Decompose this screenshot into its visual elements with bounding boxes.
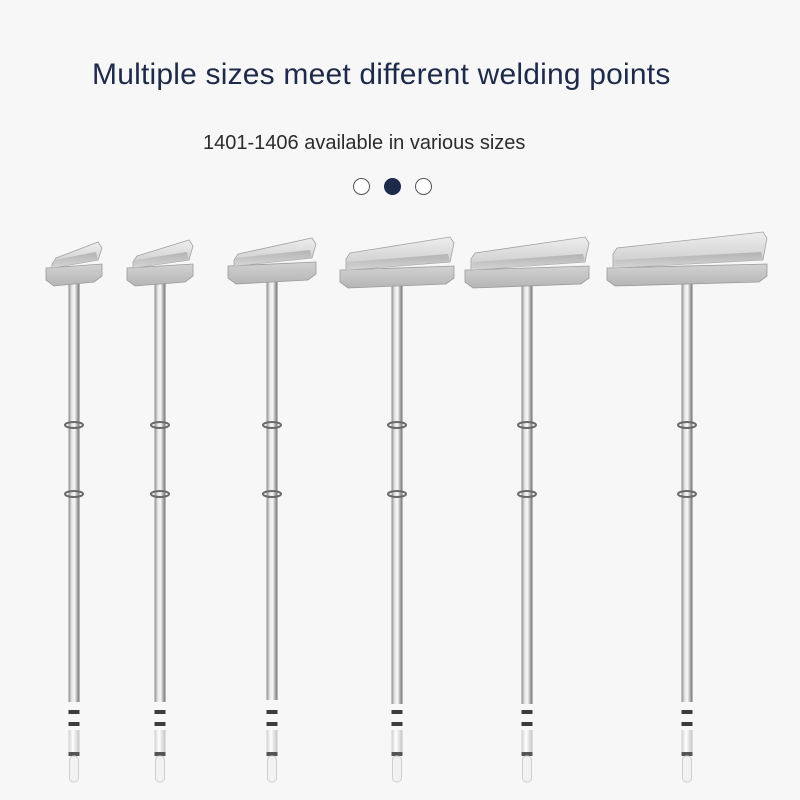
tip-ring	[150, 490, 170, 498]
tip-contact-band	[68, 752, 80, 756]
tip-ring	[517, 421, 537, 429]
tip-end-cap	[155, 755, 165, 783]
tip-contact-band	[521, 752, 533, 756]
tip-blade-edge	[613, 252, 763, 268]
soldering-tip-2	[126, 239, 194, 783]
tip-ring	[150, 421, 170, 429]
tip-ring	[677, 421, 697, 429]
tip-contact-band	[68, 710, 80, 714]
tip-insulator	[391, 730, 403, 752]
tip-contact-band	[154, 722, 166, 726]
tip-shaft	[521, 284, 533, 704]
tip-blade-edge	[52, 252, 98, 268]
tip-blade-edge	[234, 250, 312, 266]
tip-head-base	[45, 263, 103, 287]
tip-contact-band	[681, 722, 693, 726]
tip-ring	[64, 490, 84, 498]
carousel-dot-3[interactable]	[415, 177, 432, 195]
tip-end-cap	[392, 755, 402, 783]
soldering-tip-6	[606, 231, 768, 783]
tip-contact-band	[521, 722, 533, 726]
tip-insulator	[681, 730, 693, 752]
tip-end-cap	[682, 755, 692, 783]
tip-insulator	[68, 730, 80, 752]
tip-contact-band	[266, 752, 278, 756]
tip-contact-band	[266, 710, 278, 714]
tip-ring	[677, 490, 697, 498]
tip-contact-band	[391, 710, 403, 714]
carousel-dot-2[interactable]	[384, 177, 401, 195]
tip-ring	[64, 421, 84, 429]
carousel-indicator	[353, 175, 432, 197]
tip-head-base	[339, 265, 455, 289]
tip-contact-band	[681, 710, 693, 714]
tip-ring	[387, 421, 407, 429]
tip-shaft	[391, 284, 403, 704]
tip-ring	[517, 490, 537, 498]
headline: Multiple sizes meet different welding po…	[92, 58, 671, 91]
tip-end-cap	[267, 755, 277, 783]
tip-insulator	[154, 730, 166, 752]
tip-head-base	[464, 265, 590, 289]
tip-head-base	[227, 261, 317, 285]
carousel-dot-1[interactable]	[353, 177, 370, 195]
tip-head-base	[126, 263, 194, 287]
tip-end-cap	[522, 755, 532, 783]
subline: 1401-1406 available in various sizes	[203, 132, 526, 154]
tip-contact-band	[391, 752, 403, 756]
tip-insulator	[266, 730, 278, 752]
tip-blade-edge	[133, 252, 189, 268]
tip-contact-band	[391, 722, 403, 726]
tip-ring	[262, 421, 282, 429]
soldering-tip-4	[339, 236, 455, 783]
tip-blade-edge	[471, 254, 585, 270]
tip-end-cap	[69, 755, 79, 783]
tip-contact-band	[154, 710, 166, 714]
tip-head-base	[606, 263, 768, 287]
soldering-tip-1	[45, 241, 103, 783]
tip-contact-band	[681, 752, 693, 756]
soldering-tip-3	[227, 237, 317, 783]
tip-contact-band	[521, 710, 533, 714]
tip-insulator	[521, 730, 533, 752]
tip-ring	[387, 490, 407, 498]
soldering-tip-5	[464, 236, 590, 783]
tip-contact-band	[68, 722, 80, 726]
tip-blade-edge	[346, 254, 450, 270]
tip-contact-band	[266, 722, 278, 726]
tip-ring	[262, 490, 282, 498]
tip-contact-band	[154, 752, 166, 756]
